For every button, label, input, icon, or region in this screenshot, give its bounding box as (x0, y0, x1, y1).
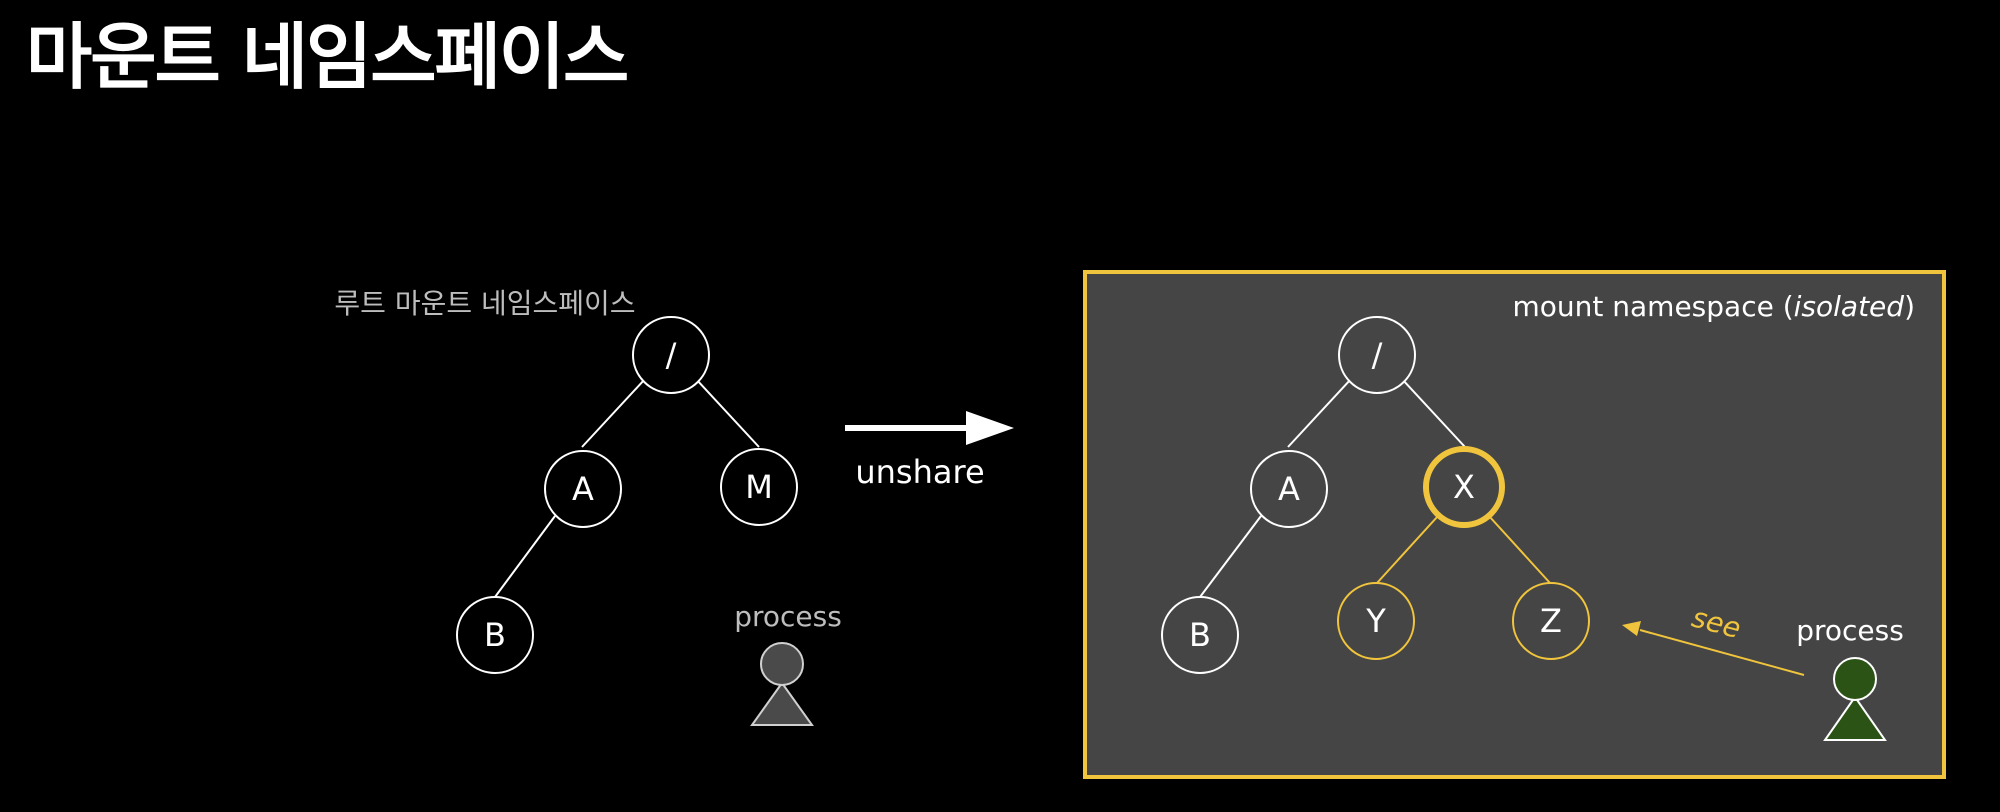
unshare-arrow: unshare (845, 411, 1014, 491)
right-node-y-label: Y (1365, 602, 1386, 640)
left-node-root-label: / (666, 336, 677, 374)
left-process-label: process (734, 600, 842, 633)
left-edge-a-b (494, 515, 556, 598)
left-node-b: B (456, 596, 534, 674)
right-node-root-label: / (1372, 336, 1383, 374)
left-edge-root-a (581, 378, 646, 448)
isolated-namespace-caption: mount namespace (isolated) (1512, 290, 1915, 323)
right-edge-a-b (1199, 515, 1262, 598)
right-edge-x-z (1488, 515, 1551, 584)
left-node-m: M (720, 448, 798, 526)
left-edge-root-m (695, 378, 760, 448)
right-node-z: Z (1512, 582, 1590, 660)
left-tree: 루트 마운트 네임스페이스 / A M B process (334, 287, 842, 726)
right-node-root: / (1338, 316, 1416, 394)
right-edge-root-a (1287, 378, 1352, 448)
left-node-m-label: M (745, 468, 773, 506)
right-node-x-label: X (1453, 468, 1475, 506)
right-node-y: Y (1337, 582, 1415, 660)
unshare-label: unshare (855, 453, 984, 491)
left-tree-caption: 루트 마운트 네임스페이스 (334, 287, 635, 320)
left-process-icon (750, 642, 814, 726)
right-node-x: X (1423, 446, 1505, 528)
isolated-namespace-panel: mount namespace (isolated) / A X B Y Z (1083, 270, 1946, 779)
right-process-label: process (1796, 614, 1904, 647)
right-node-b-label: B (1189, 616, 1211, 654)
right-node-b: B (1161, 596, 1239, 674)
slide-title: 마운트 네임스페이스 (26, 15, 629, 99)
left-node-root: / (632, 316, 710, 394)
isolated-namespace-frame (1083, 270, 1946, 779)
right-edge-x-y (1376, 515, 1439, 584)
right-node-a-label: A (1278, 470, 1300, 508)
right-node-z-label: Z (1540, 602, 1562, 640)
left-node-b-label: B (484, 616, 506, 654)
right-process-icon (1823, 657, 1887, 741)
see-arrow (1622, 621, 1805, 676)
left-node-a-label: A (572, 470, 594, 508)
right-node-a: A (1250, 450, 1328, 528)
right-edge-root-x (1401, 378, 1466, 448)
left-node-a: A (544, 450, 622, 528)
